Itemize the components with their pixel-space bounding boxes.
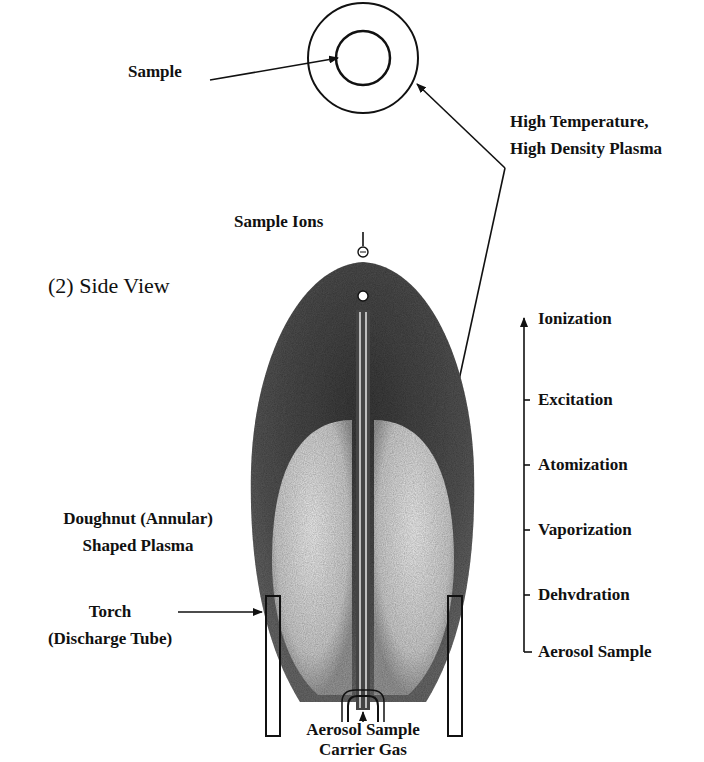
injector-tube [342, 310, 384, 722]
part-label: High Temperature, High Density Plasma [510, 108, 662, 162]
ion-symbol [358, 247, 368, 257]
stage-label: Excitation [538, 386, 613, 413]
leader-line [417, 84, 505, 168]
stage-label: Dehvdration [538, 581, 630, 608]
process-axis [524, 318, 532, 652]
stage-label: Aerosol Sample [538, 638, 652, 665]
ion-symbol [358, 291, 368, 301]
part-label: Sample Ions [234, 208, 323, 235]
part-label: Torch (Discharge Tube) [48, 598, 172, 652]
torch-tube [266, 596, 462, 736]
top-view [308, 3, 418, 113]
stage-label: Atomization [538, 451, 628, 478]
leader-line [178, 611, 262, 613]
view-title: (2) Side View [48, 272, 170, 299]
leader-line [210, 58, 338, 80]
stage-label: Vaporization [538, 516, 632, 543]
stage-label: Ionization [538, 305, 612, 332]
ion-path [362, 232, 364, 246]
part-label: Aerosol Sample Carrier Gas [306, 720, 420, 760]
part-label: Sample [128, 58, 182, 85]
part-label: Doughnut (Annular) Shaped Plasma [63, 505, 213, 559]
